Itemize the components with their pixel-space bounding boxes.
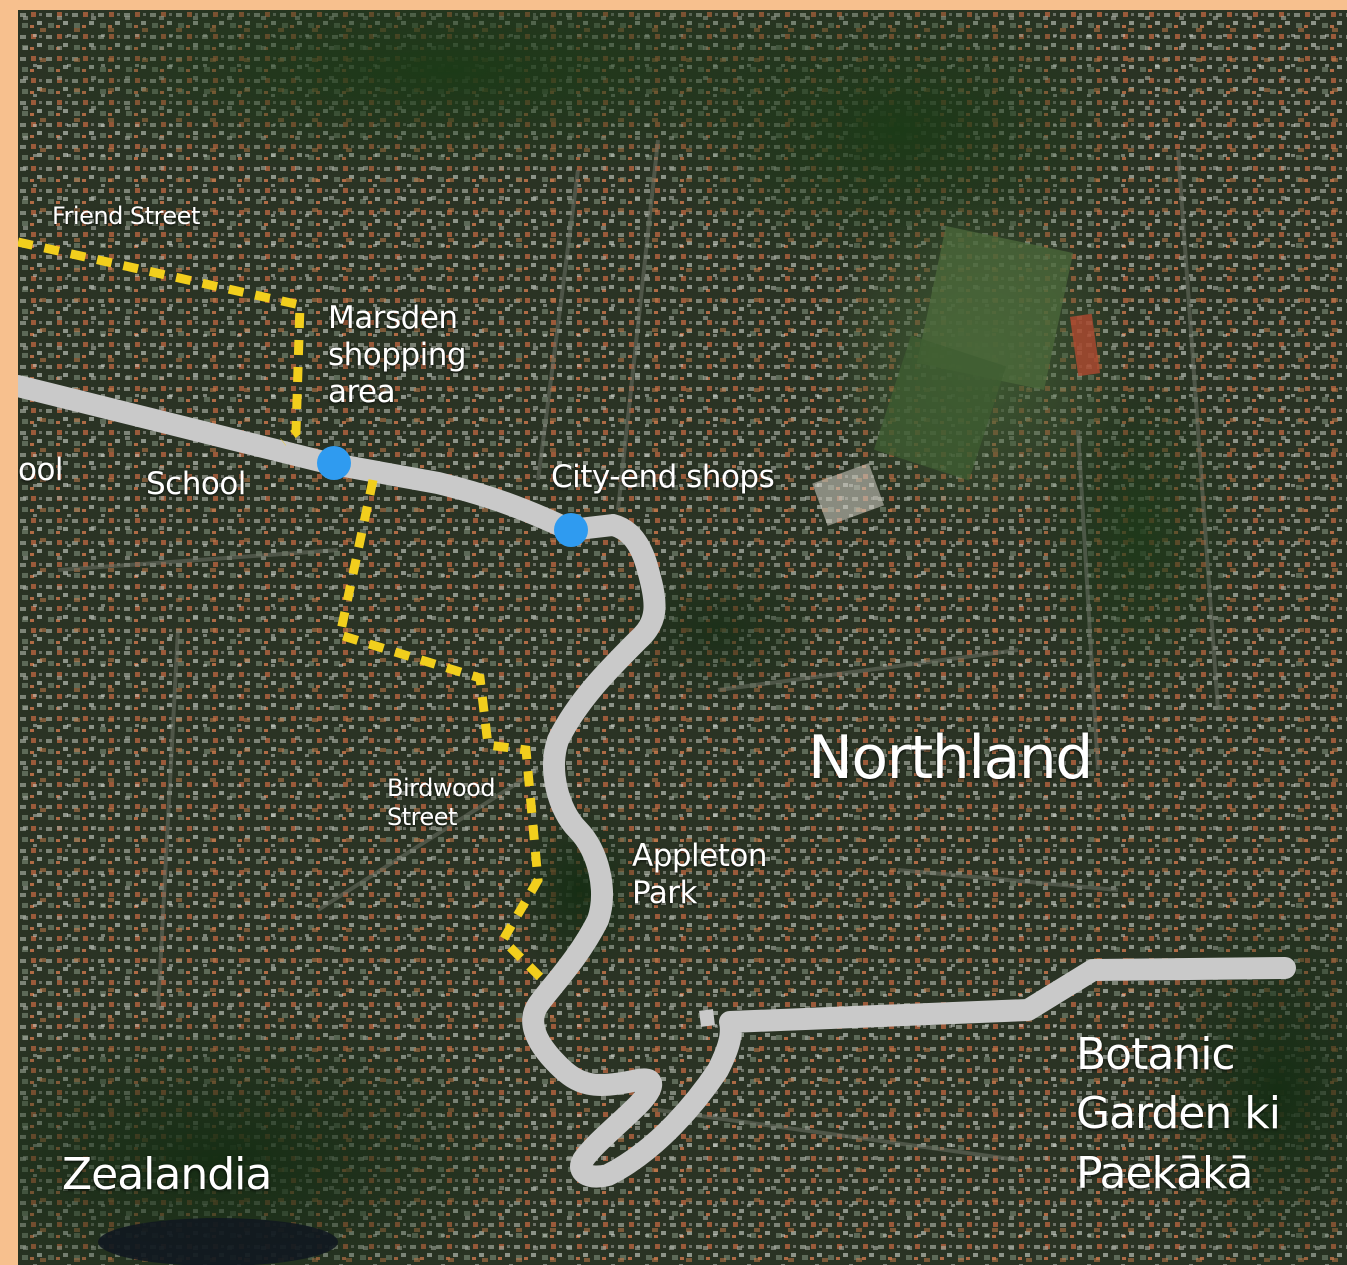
main-route-spur <box>699 1009 715 1027</box>
label-zealandia: Zealandia <box>62 1149 272 1200</box>
label-line: area <box>328 374 396 411</box>
route-birdwood-street <box>334 479 552 989</box>
label-line: Marsden <box>328 300 458 336</box>
label-line: Birdwood <box>387 774 496 802</box>
label-appleton-park: Appleton Park <box>632 838 768 912</box>
forest-appleton <box>508 800 648 980</box>
route-friend-street <box>18 237 305 446</box>
sports-field-lower <box>873 335 1007 481</box>
reservoir <box>98 1218 338 1265</box>
map-canvas[interactable] <box>18 10 1347 1265</box>
label-school-cut: ool <box>18 452 64 488</box>
main-route-west <box>18 375 1296 1188</box>
label-line: Park <box>632 875 698 912</box>
sports-field-upper <box>916 226 1074 390</box>
street-network <box>57 139 1220 1162</box>
label-marsden-shopping-area: Marsden shopping area <box>328 300 467 412</box>
label-botanic-garden: Botanic Garden ki Paekākā <box>1076 1025 1281 1203</box>
label-line: Garden ki <box>1076 1088 1281 1140</box>
circle-marker-icon[interactable] <box>317 446 351 480</box>
label-school: School <box>146 466 246 502</box>
forest-south-east <box>1138 890 1347 1265</box>
label-city-end-shops: City-end shops <box>551 459 775 495</box>
label-line: Street <box>387 802 457 831</box>
label-line: Appleton <box>632 838 768 874</box>
map-view[interactable]: Friend Street Marsden shopping area ool … <box>18 10 1347 1265</box>
label-friend-street: Friend Street <box>52 202 200 230</box>
facility-roof <box>812 463 885 526</box>
circle-marker-icon[interactable] <box>554 513 588 547</box>
label-line: shopping <box>328 337 467 374</box>
label-birdwood-street: Birdwood Street <box>387 774 496 832</box>
field-building <box>1069 313 1101 377</box>
forest-south-west <box>18 1010 548 1265</box>
label-northland: Northland <box>808 723 1093 793</box>
label-line: Botanic <box>1076 1029 1236 1080</box>
label-line: Paekākā <box>1076 1147 1253 1199</box>
